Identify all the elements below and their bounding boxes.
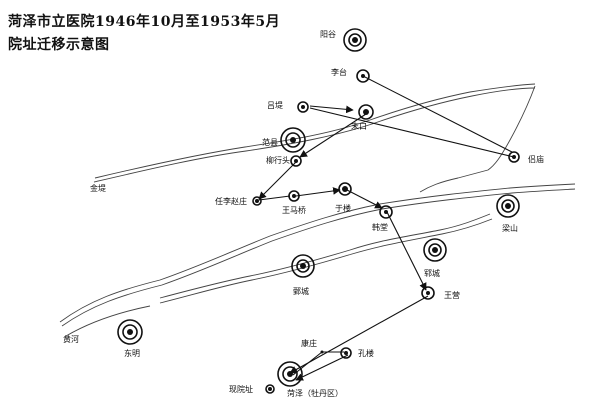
litai-marker [356,69,370,83]
route-segment-wangmaqiao-yulou [295,187,341,197]
yellow-river-bank-north [59,183,576,323]
label-liuxingtou: 柳行头 [266,155,290,165]
label-current-site: 现院址 [229,384,253,394]
route-segment-wangzhuang-heze [289,295,429,374]
juancheng-marker [291,254,315,278]
label-renlizhaozhuang: 任李赵庄 [215,196,247,206]
route-segment-liuxingtou-renlizhaozhuang [258,161,297,200]
map-title-line-2: 院址迁移示意图 [8,37,110,53]
kangzhuang-marker [320,350,324,354]
route-segment-heze-kangzhuang [292,351,323,376]
label-wangzhuang: 王营 [444,290,460,300]
route-segment-yulou-hantang [346,189,383,209]
lvti-marker [297,101,309,113]
danmiao-marker [508,151,520,163]
current-site-marker [265,384,275,394]
label-yanggu: 阳谷 [320,30,336,39]
label-kangzhuang: 康庄 [301,338,317,348]
liuxingtou-marker [290,155,302,167]
yellow-river-bank-south-2 [159,218,493,304]
label-litai: 李台 [331,67,347,77]
label-huanghe: 黄河 [63,334,79,344]
label-wangmaqiao: 王马桥 [282,205,306,215]
label-liangshan: 梁山 [502,223,518,233]
label-yuncheng: 郓城 [424,269,440,278]
hantang-marker [379,205,393,219]
heze-marker [277,361,303,387]
route-segment-hantang-wangzhuang [386,211,427,291]
route-segment-lvti-danmiao [309,107,515,158]
jinti-levee-line-b [93,87,536,183]
relocation-route [258,75,515,381]
label-danmiao: 侣庙 [528,154,544,164]
label-fanxian: 范县 [262,137,278,147]
label-juancheng: 鄄城 [293,287,309,296]
label-lvti: 吕堤 [267,100,283,110]
renlizhaozhuang-marker [252,196,262,206]
route-segment-mokou-liuxingtou [299,113,367,158]
yellow-river-bank-south [159,213,491,299]
label-mokou: 末口 [351,121,367,131]
yuncheng-marker [423,238,447,262]
label-dongming: 东明 [124,348,140,358]
liangshan-marker [496,194,520,218]
wangmaqiao-marker [288,190,300,202]
jinti-levee-line-a [94,83,536,179]
label-konglou: 孔楼 [358,348,374,358]
route-segment-konglou-heze [295,354,349,381]
route-segment-renlizhaozhuang-wangmaqiao [258,195,291,201]
yellow-river-bank-north-2 [61,188,576,327]
dongming-marker [117,319,143,345]
yanggu-marker [343,28,367,52]
yulou-marker [338,182,352,196]
label-hantang: 韩堂 [372,222,388,232]
route-segment-litai-danmiao [362,75,513,153]
label-jinti: 金堤 [90,183,106,193]
label-heze: 菏泽（牡丹区） [287,388,343,398]
yellow-river-bank-west [65,305,151,337]
konglou-marker [340,347,352,359]
map-title-line-1: 菏泽市立医院1946年10月至1953年5月 [8,14,281,30]
jinti-levee-tail [419,85,536,193]
mokou-marker [358,104,374,120]
fanxian-marker [280,127,306,153]
route-segment-lvti-mokou [309,105,354,114]
label-yulou: 于楼 [335,203,351,213]
wangzhuang-marker [421,286,435,300]
